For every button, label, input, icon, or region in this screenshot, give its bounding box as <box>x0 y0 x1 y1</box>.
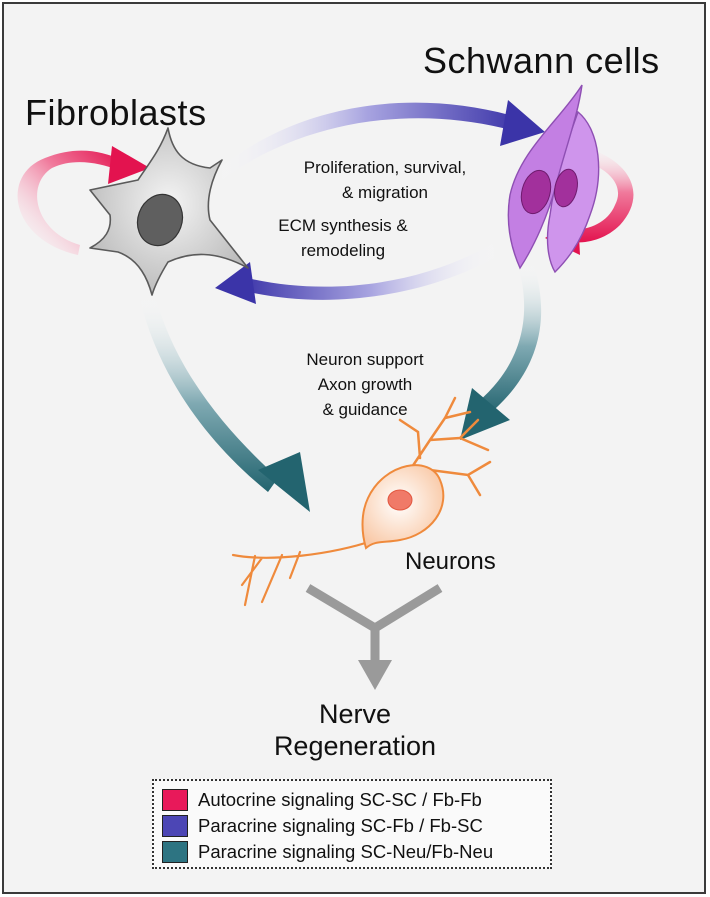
legend: Autocrine signaling SC-SC / Fb-Fb Paracr… <box>152 779 552 869</box>
outcome-label: Nerve Regeneration <box>0 698 710 762</box>
prolif-line-2: & migration <box>342 183 428 202</box>
prolif-line-1: Proliferation, survival, <box>303 158 467 177</box>
schwann-cells <box>507 84 600 274</box>
neuron-cell <box>231 396 492 607</box>
schwann-cells-label: Schwann cells <box>423 40 660 81</box>
legend-label-autocrine: Autocrine signaling SC-SC / Fb-Fb <box>198 789 482 810</box>
paracrine-arrow-fb-to-sc <box>215 100 545 180</box>
legend-swatch-paracrine-sc-fb <box>162 815 188 837</box>
ecm-annotation: ECM synthesis & remodeling <box>263 213 423 263</box>
outcome-line-2: Regeneration <box>273 731 437 761</box>
paracrine-arrow-sc-to-neuron <box>460 262 542 440</box>
neuron-line-3: & guidance <box>322 400 408 419</box>
legend-item-paracrine-neu: Paracrine signaling SC-Neu/Fb-Neu <box>162 839 542 865</box>
paracrine-arrow-fb-to-neuron <box>140 295 310 512</box>
ecm-line-1: ECM synthesis & <box>278 216 408 235</box>
legend-item-paracrine-sc-fb: Paracrine signaling SC-Fb / Fb-SC <box>162 813 542 839</box>
outcome-line-1: Nerve <box>318 699 392 729</box>
legend-swatch-autocrine <box>162 789 188 811</box>
paracrine-arrow-sc-to-fb <box>215 244 500 304</box>
neuron-line-1: Neuron support <box>306 350 424 369</box>
autocrine-arrow-fibroblast <box>17 146 150 255</box>
neurons-label: Neurons <box>405 548 496 575</box>
legend-label-paracrine-sc-fb: Paracrine signaling SC-Fb / Fb-SC <box>198 815 483 836</box>
fibroblasts-label: Fibroblasts <box>25 92 207 133</box>
neuron-line-2: Axon growth <box>317 375 413 394</box>
legend-swatch-paracrine-neu <box>162 841 188 863</box>
legend-label-paracrine-neu: Paracrine signaling SC-Neu/Fb-Neu <box>198 841 494 862</box>
neuron-support-annotation: Neuron support Axon growth & guidance <box>290 347 440 422</box>
convergence-arrow <box>305 584 443 690</box>
fibroblast-cell <box>89 127 249 296</box>
proliferation-annotation: Proliferation, survival, & migration <box>290 155 480 205</box>
ecm-line-2: remodeling <box>300 241 386 260</box>
legend-item-autocrine: Autocrine signaling SC-SC / Fb-Fb <box>162 787 542 813</box>
